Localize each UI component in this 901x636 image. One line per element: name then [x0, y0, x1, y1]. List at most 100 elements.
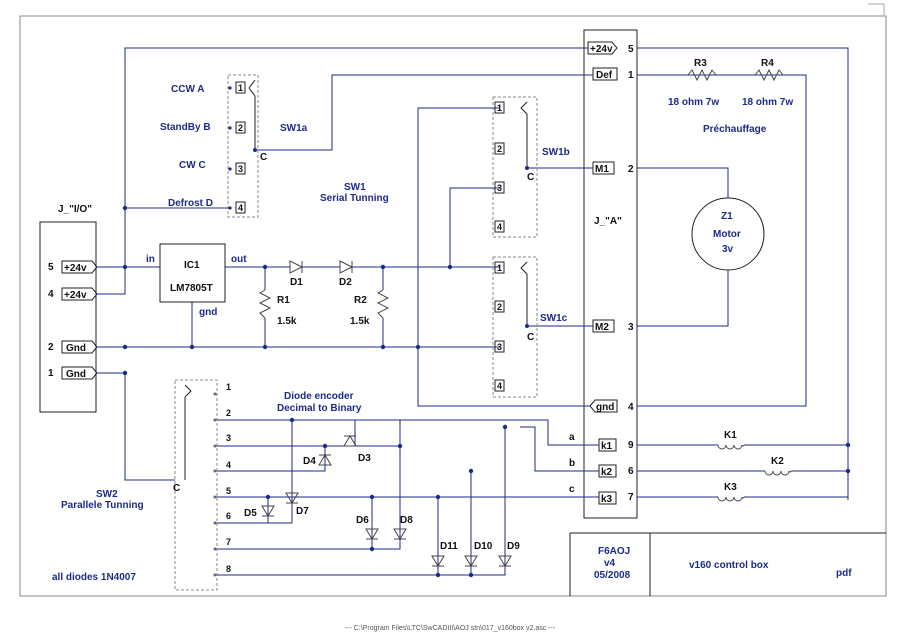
ja-pin-label: +24v	[590, 44, 613, 55]
motor-voltage: 3v	[722, 244, 734, 255]
resistor-r1: R1 1.5k	[258, 289, 297, 327]
sw1a-pin-2: 2	[238, 123, 243, 133]
k3-label: K3	[724, 482, 737, 493]
encoder-title: Diode encoder	[284, 391, 354, 402]
encoder-subtitle: Decimal to Binary	[277, 403, 362, 414]
ja-pin-number: 9	[628, 440, 634, 451]
diode-d1: D1	[289, 260, 303, 288]
r2-value: 1.5k	[350, 316, 370, 327]
ja-pin-number: 5	[628, 44, 634, 55]
jio-pin-label: +24v	[64, 263, 87, 274]
ja-pin-number: 7	[628, 492, 634, 503]
diode-d6: D6	[356, 515, 379, 540]
r3-value: 18 ohm 7w	[668, 97, 719, 108]
diode-d10: D10	[464, 541, 493, 567]
defrost-label: Defrost D	[168, 198, 213, 209]
ja-pin-k2: k2 6	[598, 464, 634, 478]
sw2-subtitle: Parallele Tunning	[61, 500, 144, 511]
diode-d7: D7	[285, 492, 309, 517]
sw1a-pin-4: 4	[238, 203, 243, 213]
switch-sw1a: C 1 2 3 4 SW1a CCW A StandBy B CW C Defr…	[160, 74, 308, 218]
d10-label: D10	[474, 541, 493, 552]
diode-d11: D11	[431, 541, 458, 567]
sw1c-pin-4: 4	[497, 381, 502, 391]
line-a-label: a	[569, 432, 575, 443]
jio-pin-3: 2 Gnd	[48, 340, 98, 354]
diode-d3: D3	[343, 435, 371, 464]
sw1a-label: SW1a	[280, 123, 308, 134]
sw2-pin-2: 2	[226, 408, 231, 418]
ja-pin-label: k2	[601, 467, 613, 478]
ja-pin-label: M1	[595, 164, 609, 175]
sw1c-common-label: C	[527, 332, 534, 343]
d11-label: D11	[440, 541, 458, 552]
d2-label: D2	[339, 277, 352, 288]
sw1-title: SW1	[344, 182, 366, 193]
diode-d2: D2	[339, 260, 354, 288]
sw2-pin-4: 4	[226, 460, 231, 470]
ja-pin-label: M2	[595, 322, 609, 333]
d4-label: D4	[303, 456, 316, 467]
d8-label: D8	[400, 515, 413, 526]
switch-sw1c: C 1 2 3 4 SW1c	[492, 256, 568, 398]
sheet-frame	[19, 15, 887, 597]
line-c-label: c	[569, 484, 575, 495]
sheet-corner-mark	[868, 3, 885, 16]
ja-pin-label: Def	[596, 70, 613, 81]
jio-pin-number: 1	[48, 368, 54, 379]
connector-ja: J_"A" +24v 5 Def 1 M1 2 M2 3 gnd 4 k1	[583, 29, 638, 519]
standby-label: StandBy B	[160, 122, 211, 133]
r3-label: R3	[694, 58, 707, 69]
r4-value: 18 ohm 7w	[742, 97, 793, 108]
sw1-subtitle: Serial Tunning	[320, 193, 389, 204]
connector-jio: J_"I/O" 5 +24v 4 +24v 2 Gnd 1 Gnd	[39, 204, 98, 413]
resistor-r4: R4 18 ohm 7w	[742, 58, 793, 108]
r4-label: R4	[761, 58, 774, 69]
ja-pin-number: 1	[628, 70, 634, 81]
sw2-label: SW2	[96, 489, 118, 500]
r2-label: R2	[354, 295, 367, 306]
jio-pin-label: Gnd	[66, 343, 86, 354]
sw1a-pin-3: 3	[238, 164, 243, 174]
ja-pin-gnd: gnd 4	[589, 399, 634, 413]
sw2-pin-5: 5	[226, 486, 231, 496]
ja-pin-def: Def 1	[592, 67, 634, 81]
sw2-pin-3: 3	[226, 433, 231, 443]
sw1b-common-label: C	[527, 172, 534, 183]
sw1b-pin-4: 4	[497, 222, 502, 232]
z1-label: Z1	[721, 211, 733, 222]
ic-name: IC1	[184, 260, 200, 271]
diode-d4: D4	[303, 454, 332, 467]
sw1c-label: SW1c	[540, 313, 568, 324]
r1-value: 1.5k	[277, 316, 297, 327]
title-date: 05/2008	[594, 570, 631, 581]
motor-z1: Z1 Motor 3v	[691, 197, 765, 271]
d3-label: D3	[358, 453, 371, 464]
all-diodes-note: all diodes 1N4007	[52, 572, 136, 583]
ja-pin-number: 4	[628, 402, 634, 413]
k2-label: K2	[771, 456, 784, 467]
sw2-pin-7: 7	[226, 537, 231, 547]
jio-pin-2: 4 +24v	[48, 287, 98, 301]
coil-k3: K3	[717, 482, 745, 502]
file-path-footer: --- C:\Program Files\LTC\SwCADIII\AOJ st…	[345, 625, 556, 632]
ja-pin-24v: +24v 5	[587, 41, 634, 55]
k1-label: K1	[724, 430, 737, 441]
resistor-r3: R3 18 ohm 7w	[668, 58, 719, 108]
jio-label: J_"I/O"	[58, 204, 92, 215]
ja-pin-label: gnd	[596, 402, 614, 413]
sw1c-pin-3: 3	[497, 342, 502, 352]
sw2-pin-6: 6	[226, 511, 231, 521]
title-pdf: pdf	[836, 568, 852, 579]
ccw-label: CCW A	[171, 84, 205, 95]
r1-label: R1	[277, 295, 290, 306]
d7-label: D7	[296, 506, 309, 517]
regulator-ic1: in out IC1 LM7805T gnd	[146, 243, 247, 318]
ja-pin-label: k1	[601, 441, 613, 452]
sw1a-pin-1: 1	[238, 83, 243, 93]
ic-part: LM7805T	[170, 283, 213, 294]
d6-label: D6	[356, 515, 369, 526]
diode-d5: D5	[244, 505, 275, 519]
ja-pin-number: 3	[628, 322, 634, 333]
